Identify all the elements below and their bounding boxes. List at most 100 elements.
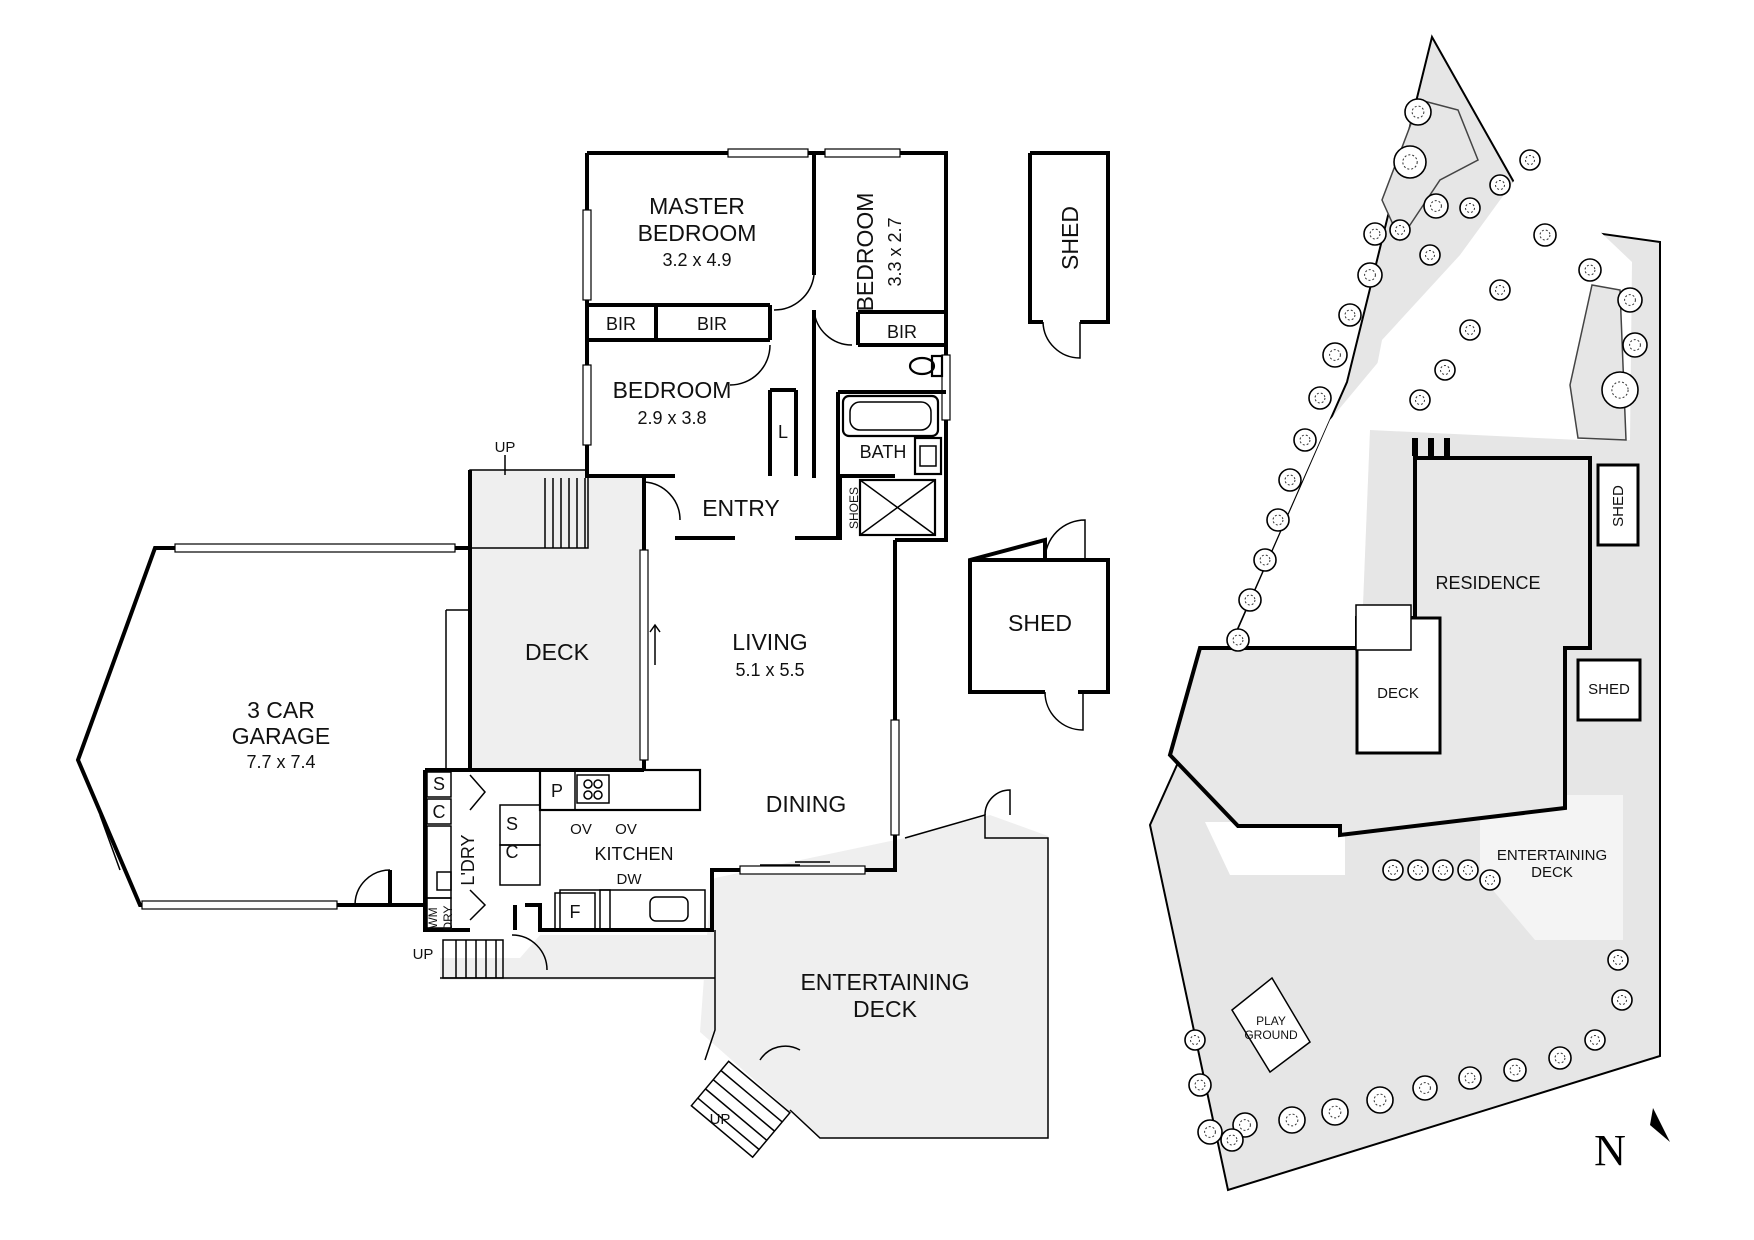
tree-canopy-detail	[1388, 865, 1398, 875]
garage-pad	[1205, 822, 1345, 875]
driveway-main	[1225, 205, 1632, 680]
bath-label: BATH	[860, 442, 907, 462]
entertaining-deck-floor	[700, 815, 1048, 1138]
tree-canopy-detail	[1611, 381, 1629, 399]
garage-door-top	[174, 543, 456, 553]
deck-label: DECK	[525, 639, 590, 665]
deck-stairs	[544, 478, 586, 548]
tree-icon	[1611, 989, 1633, 1011]
tree-canopy-detail	[1226, 1134, 1238, 1146]
tree-canopy-detail	[1463, 865, 1473, 875]
tree-canopy-detail	[1285, 1113, 1299, 1127]
tree-canopy-detail	[1465, 325, 1475, 335]
tree-canopy-detail	[1194, 1079, 1206, 1091]
bathtub	[841, 394, 940, 438]
tree-canopy-detail	[1329, 349, 1341, 361]
garage-label-1: 3 CAR	[247, 697, 315, 723]
tree-canopy-detail	[1590, 1035, 1600, 1045]
garage-label-2: GARAGE	[232, 723, 330, 749]
tree-canopy-detail	[1190, 1035, 1200, 1045]
tree-icon	[1423, 193, 1449, 219]
tree-canopy-detail	[1314, 392, 1326, 404]
tree-canopy-detail	[1440, 365, 1450, 375]
tree-canopy-detail	[1617, 995, 1627, 1005]
bedroom-2-size: 3.3 x 2.7	[885, 217, 905, 286]
site-residence-label: RESIDENCE	[1435, 573, 1540, 593]
tree-icon	[1308, 386, 1332, 410]
site-plan: RESIDENCE DECK SHED SHED ENTERTAINING DE…	[1148, 34, 1661, 1192]
site-entertaining-label-2: DECK	[1531, 864, 1573, 881]
site-shed-1	[1596, 463, 1640, 547]
tree-icon	[1617, 287, 1643, 313]
tree-canopy-detail	[1364, 269, 1376, 281]
tree-canopy-detail	[1344, 309, 1356, 321]
tree-icon	[1503, 1058, 1527, 1082]
tree-canopy-detail	[1554, 1052, 1566, 1064]
shed-mid-label: SHED	[1008, 610, 1072, 636]
dishwasher-label: DW	[617, 871, 643, 888]
toilet	[908, 356, 936, 376]
vanity	[913, 436, 943, 476]
rear-path	[440, 935, 715, 980]
tree-icon	[1434, 359, 1456, 381]
tree-canopy-detail	[1284, 474, 1296, 486]
tree-canopy-detail	[1239, 1119, 1251, 1131]
tree-icon	[1419, 244, 1441, 266]
site-driveway-bollards	[1412, 438, 1450, 456]
cupboard-2-label: C	[506, 842, 519, 862]
tree-icon	[1479, 869, 1501, 891]
tree-canopy-detail	[1328, 1105, 1342, 1119]
tree-canopy-detail	[1629, 339, 1641, 351]
tree-canopy-detail	[1509, 1064, 1521, 1076]
tree-icon	[1321, 1098, 1349, 1126]
window-east	[890, 719, 900, 836]
garage-door-bottom	[141, 900, 338, 910]
pantry-label: P	[551, 781, 563, 801]
tree-canopy-detail	[1613, 955, 1623, 965]
tree-canopy-detail	[1495, 180, 1505, 190]
tree-icon	[1322, 342, 1348, 368]
tree-icon	[1363, 222, 1387, 246]
site-playground-label-2: GROUND	[1244, 1028, 1298, 1042]
sliding-door-deck	[639, 549, 649, 761]
bir-3-label: BIR	[887, 322, 917, 342]
tree-icon	[1548, 1046, 1572, 1070]
site-shed-2-label: SHED	[1588, 681, 1630, 698]
stairs-up-1-label: UP	[495, 439, 516, 456]
fridge-space	[554, 892, 596, 930]
oven-1-label: OV	[570, 821, 592, 838]
living-wall-east	[525, 540, 897, 932]
tree-icon	[1412, 1075, 1438, 1101]
floor-plan: MASTER BEDROOM 3.2 x 4.9 BEDROOM 3.3 x 2…	[75, 148, 1110, 1159]
entertaining-deck-stairs	[690, 1060, 791, 1159]
tree-canopy-detail	[1204, 1126, 1216, 1138]
tree-icon	[1533, 223, 1557, 247]
living-label: LIVING	[732, 629, 807, 655]
tree-icon	[1197, 1119, 1223, 1145]
tree-canopy-detail	[1624, 294, 1636, 306]
dryer-label: DRY	[441, 905, 455, 930]
sink-1-label: S	[433, 774, 445, 794]
tree-canopy-detail	[1539, 229, 1551, 241]
tree-canopy-detail	[1402, 154, 1418, 170]
tree-icon	[1407, 859, 1429, 881]
master-bedroom-label-2: BEDROOM	[638, 220, 757, 246]
entertaining-deck-label-2: DECK	[853, 996, 918, 1022]
garage-size: 7.7 x 7.4	[246, 752, 315, 772]
tree-icon	[1293, 428, 1317, 452]
site-trees	[1184, 98, 1648, 1152]
tree-icon	[1220, 1128, 1244, 1152]
linen-label: L	[778, 422, 788, 442]
site-shed-1-label: SHED	[1610, 485, 1627, 527]
site-entertaining-label-1: ENTERTAINING	[1497, 847, 1607, 864]
shed-top	[1028, 151, 1110, 359]
kitchen-label: KITCHEN	[594, 844, 673, 864]
bedroom-3-label: BEDROOM	[613, 377, 732, 403]
tree-icon	[1389, 219, 1411, 241]
sliding-door-dining	[739, 865, 866, 875]
laundry-label: L'DRY	[458, 834, 478, 885]
site-shed-2	[1576, 658, 1642, 722]
tree-canopy-detail	[1465, 203, 1475, 213]
tree-canopy-detail	[1430, 200, 1442, 212]
playground	[1231, 976, 1311, 1074]
